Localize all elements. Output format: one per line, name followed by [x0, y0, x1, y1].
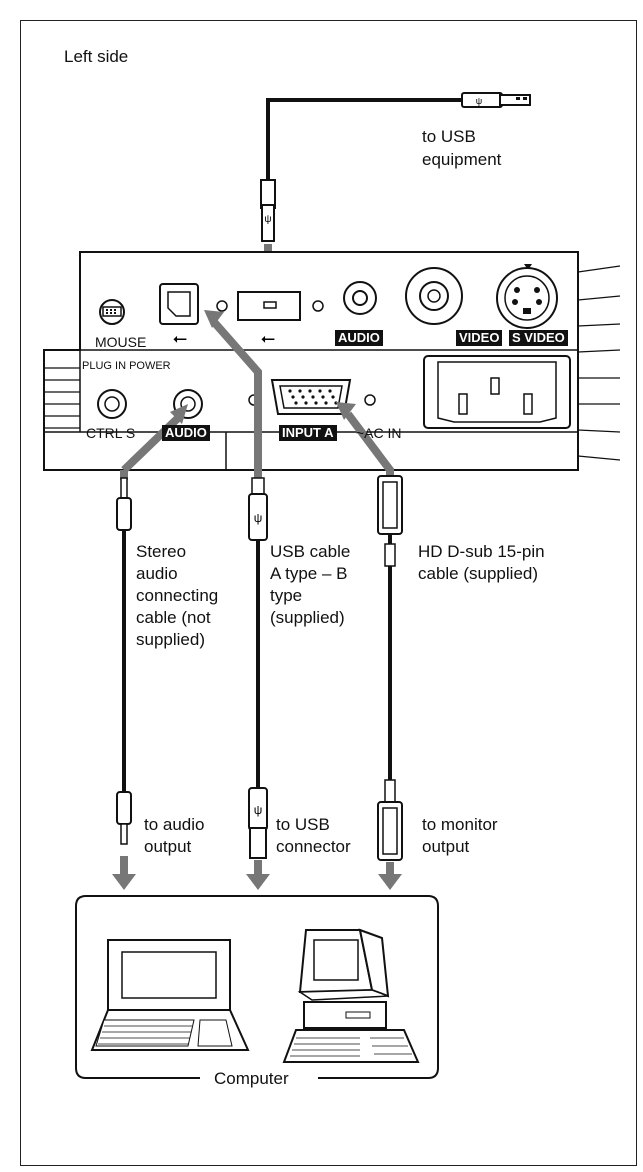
mouse-label: MOUSE	[95, 334, 147, 350]
input-a-label: INPUT A	[279, 425, 337, 441]
usb-cable-label-line2: A type – B	[270, 564, 348, 583]
section-label: Left side	[64, 47, 129, 66]
page-frame	[20, 20, 637, 1166]
stereo-cable-label-line1: Stereo	[136, 542, 187, 561]
audio-output-label-line2: output	[144, 837, 192, 856]
stereo-cable-label-line5: supplied)	[136, 630, 205, 649]
hd-cable-label-line1: HD D-sub 15-pin	[418, 542, 545, 561]
usb-cable-label-line3: type	[270, 586, 303, 605]
audio-in-label: AUDIO	[335, 330, 383, 346]
ctrl-s-label: CTRL S	[86, 425, 136, 441]
plug-in-power-label: PLUG IN POWER	[82, 360, 171, 372]
monitor-output-label-line2: output	[422, 837, 470, 856]
stereo-audio-cable	[116, 477, 132, 845]
hd-cable-label-line2: cable (supplied)	[418, 564, 539, 583]
svg-text:ψ: ψ	[254, 511, 263, 525]
usb-cable: ψ ψ	[248, 477, 268, 859]
usb-equipment-label-line2: equipment	[422, 150, 502, 169]
svg-text:⭠: ⭠	[261, 328, 275, 348]
stereo-cable-label-line4: cable (not	[136, 608, 211, 627]
stereo-cable-label-line3: connecting	[136, 586, 219, 605]
usb-cable-label-line1: USB cable	[270, 542, 351, 561]
usb-equipment-label-line1: to USB	[422, 127, 476, 146]
usb-connector-label-line1: to USB	[276, 815, 330, 834]
stereo-cable-label-line2: audio	[136, 564, 178, 583]
computer-label: Computer	[210, 1068, 293, 1089]
usb-cable-label-line4: (supplied)	[270, 608, 345, 627]
computer-box	[75, 895, 439, 1079]
audio-output-label-line1: to audio	[144, 815, 205, 834]
svideo-label: S VIDEO	[509, 330, 568, 346]
usb-connector-label-line2: connector	[276, 837, 351, 856]
ac-in-label: ~AC IN	[356, 425, 402, 441]
audio-out-label: AUDIO	[162, 425, 210, 441]
svg-text:ψ: ψ	[476, 96, 482, 106]
monitor-output-label-line1: to monitor	[422, 815, 498, 834]
svg-text:⭠: ⭠	[173, 328, 187, 348]
computer-arrows	[112, 856, 402, 890]
usb-equipment-cable: ψ ψ	[260, 92, 531, 242]
svg-text:ψ: ψ	[254, 803, 263, 817]
svg-text:ψ: ψ	[264, 214, 271, 225]
video-label: VIDEO	[456, 330, 503, 346]
hd-dsub-cable	[377, 475, 403, 861]
